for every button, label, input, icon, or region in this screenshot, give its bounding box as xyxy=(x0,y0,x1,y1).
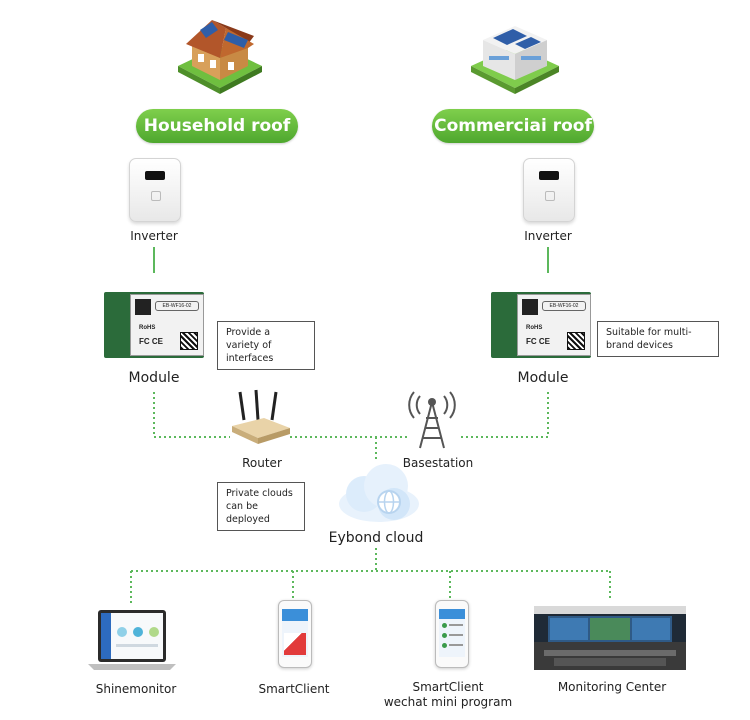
smartclient-phone-icon xyxy=(278,600,312,668)
right-inverter-icon xyxy=(523,158,575,222)
right-module-label: Module xyxy=(517,370,569,386)
smartclient-label: SmartClient xyxy=(258,682,330,696)
left-module-fc: FC CE xyxy=(139,337,163,346)
left-module-router-line xyxy=(153,392,230,438)
commercial-roof-label: Commerciai roof xyxy=(432,109,594,143)
monitoring-center-image xyxy=(534,606,686,670)
monitoring-center-label: Monitoring Center xyxy=(557,680,667,694)
cloud-label: Eybond cloud xyxy=(328,530,424,546)
right-module-model: EB-WF16-02 xyxy=(542,301,586,311)
right-module-rohs: RoHS xyxy=(526,325,543,331)
wechat-label-line1: SmartClient xyxy=(412,680,484,694)
cloud-icon xyxy=(339,464,419,522)
router-icon xyxy=(232,389,290,444)
basestation-icon xyxy=(408,391,456,449)
laptop-icon xyxy=(88,610,176,670)
shinemonitor-label: Shinemonitor xyxy=(95,682,177,696)
wechat-label-line2: wechat mini program xyxy=(383,695,513,709)
basestation-label: Basestation xyxy=(402,456,474,470)
left-module-note: Provide a variety of interfaces xyxy=(217,321,315,370)
left-module-label: Module xyxy=(128,370,180,386)
left-inverter-icon xyxy=(129,158,181,222)
right-module-note: Suitable for multi-brand devices xyxy=(597,321,719,357)
router-label: Router xyxy=(242,456,282,470)
wechat-label: SmartClient wechat mini program xyxy=(373,680,523,710)
right-inverter-label: Inverter xyxy=(524,229,572,243)
left-module-rohs: RoHS xyxy=(139,325,156,331)
router-note: Private clouds can be deployed xyxy=(217,482,305,531)
household-house-icon xyxy=(178,20,262,94)
household-roof-label: Household roof xyxy=(136,109,298,143)
right-module-fc: FC CE xyxy=(526,337,550,346)
commercial-building-icon xyxy=(471,26,559,94)
left-module-model: EB-WF16-02 xyxy=(155,301,199,311)
right-module-basestation-line xyxy=(458,392,549,438)
left-inverter-label: Inverter xyxy=(130,229,178,243)
wechat-phone-icon xyxy=(435,600,469,668)
